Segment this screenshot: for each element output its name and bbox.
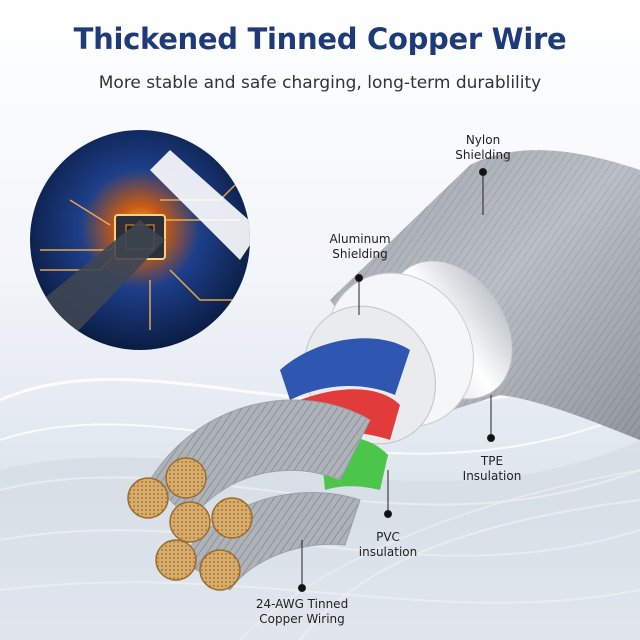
aluminum-label-line2: Shielding (332, 247, 388, 261)
nylon-shielding-label: Nylon Shielding (448, 133, 518, 163)
pvc-label-line1: PVC (376, 530, 400, 544)
copper-wiring-label: 24-AWG Tinned Copper Wiring (246, 597, 358, 627)
pvc-insulation-label: PVC insulation (348, 530, 428, 560)
tpe-label-line1: TPE (480, 454, 504, 468)
page-title: Thickened Tinned Copper Wire (73, 22, 567, 56)
circuit-board-circle (30, 130, 250, 350)
copper-label-line1: 24-AWG Tinned (255, 597, 349, 611)
tpe-label-line2: Insulation (462, 469, 522, 483)
copper-label-line2: Copper Wiring (259, 612, 345, 626)
tpe-insulation-label: TPE Insulation (452, 454, 532, 484)
callout-pointers (298, 168, 495, 592)
aluminum-label-line1: Aluminum (329, 232, 391, 246)
nylon-label-line1: Nylon (465, 133, 501, 147)
pvc-label-line2: insulation (358, 545, 418, 559)
page-subtitle: More stable and safe charging, long-term… (98, 73, 542, 93)
aluminum-shielding-label: Aluminum Shielding (320, 232, 400, 262)
nylon-label-line2: Shielding (455, 148, 511, 162)
copper-strands (127, 399, 371, 591)
blue-wire (280, 338, 410, 400)
